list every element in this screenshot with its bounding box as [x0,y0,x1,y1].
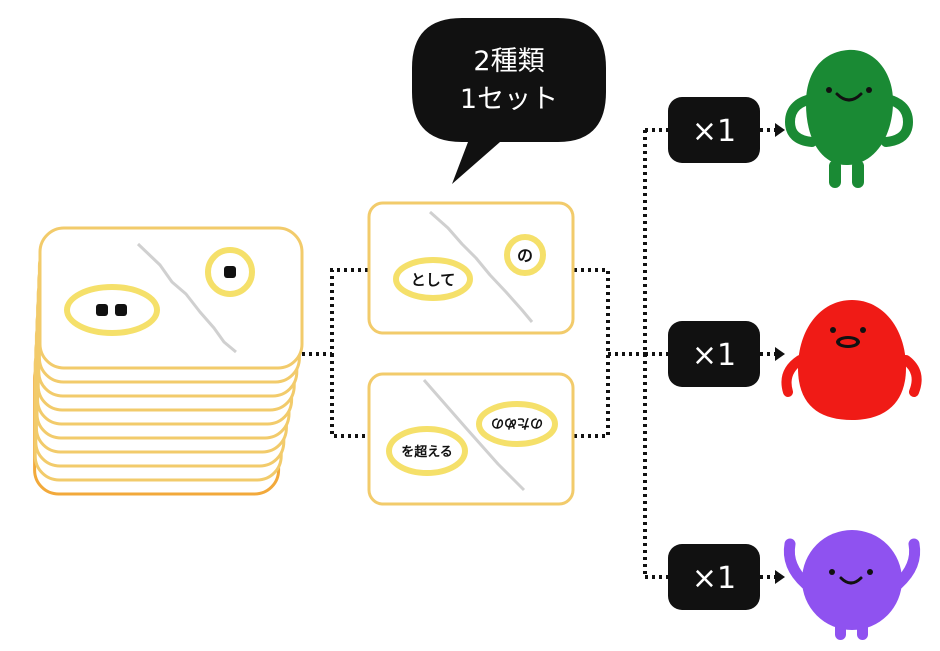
card-bottom-right-word-upside-down: のための [491,415,543,430]
speech-bubble-line1: 2種類 [473,46,544,77]
purple-character-eye-right [867,569,873,575]
connector-arrowheads [775,123,785,584]
red-character-eye-right [860,327,866,333]
red-character-arm-left [781,355,805,397]
multiplier-badge-green-bg [668,97,760,163]
speech-bubble: 2種類 1セット [412,18,606,184]
speech-bubble-line2: 1セット [460,84,558,115]
green-character-body [806,49,894,166]
card-top-tear-line [429,210,534,323]
red-character-arm-right [901,355,922,397]
multiplier-badge-purple: ×1 [668,544,760,610]
arrowhead-red [775,347,785,361]
connector-lines [302,128,775,579]
card-bottom-left-ring [386,426,468,476]
multiplier-to-character-connectors [760,128,775,579]
card-bottom-left-word: を超える [401,444,453,460]
stack-card-tear-line [136,242,237,354]
multiplier-badge-green: ×1 [668,97,760,163]
purple-character [783,530,921,640]
red-character-body [798,300,906,420]
multiplier-label-red: ×1 [692,338,736,373]
card-top-right-word: の [517,246,533,265]
speech-bubble-shape [412,18,606,184]
card-top: として の [367,201,575,335]
multiplier-badge-purple-bg [668,544,760,610]
multiplier-label-green: ×1 [692,114,736,149]
multiplier-badge-red-bg [668,321,760,387]
stack-card-right-dot [224,266,236,278]
green-character-eye-right [866,87,872,93]
card-top-left-ring [393,257,473,301]
green-character-arm-left [784,93,821,147]
arrowhead-purple [775,570,785,584]
arrowhead-green [775,123,785,137]
green-character [784,49,914,188]
card-top-right-ring [504,234,546,276]
split-to-multipliers-connector [643,128,668,579]
green-character-arm-right [877,93,914,147]
stack-card-left-dot-a [96,304,108,316]
red-character [781,300,922,420]
cards-to-split-connector [574,268,645,438]
card-top-left-word: として [411,271,456,289]
green-character-smile [835,92,863,102]
green-character-leg-left [829,160,841,188]
card-bottom-right-ring [476,401,558,447]
stack-to-cards-connector [302,268,368,438]
card-bottom: を超える のための [367,372,575,506]
stack-card-left-dot-b [115,304,127,316]
multiplier-badge-red: ×1 [668,321,760,387]
green-character-eye-left [826,87,832,93]
red-character-eye-left [830,327,836,333]
green-character-leg-right [852,160,864,188]
card-stack [33,226,304,496]
purple-character-body [802,530,902,630]
stack-card-left-blank-ring [64,284,160,336]
purple-character-smile [839,576,863,585]
red-character-mouth-inner [840,339,856,345]
multiplier-label-purple: ×1 [692,561,736,596]
card-bottom-tear-line [422,379,526,492]
purple-character-eye-left [829,569,835,575]
